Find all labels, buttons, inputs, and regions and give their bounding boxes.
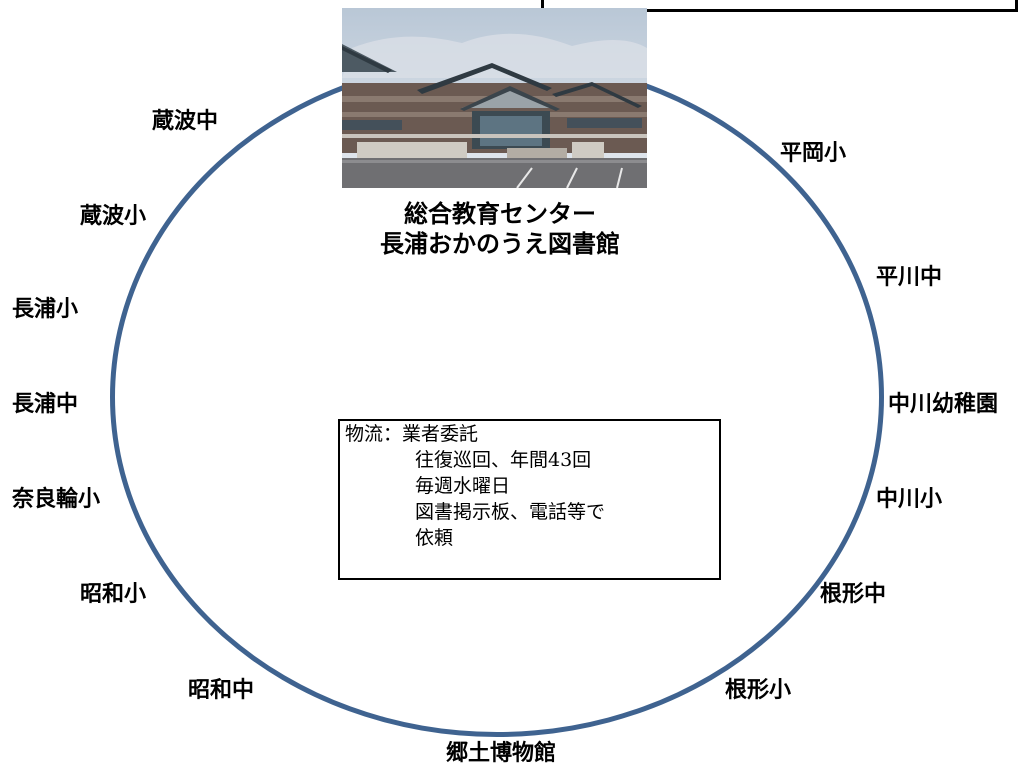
building-illustration [342,8,647,188]
node-hiraoka-sho: 平岡小 [780,140,847,166]
node-nakagawa-sho: 中川小 [876,486,943,512]
hub-caption: 総合教育センター 長浦おかのうえ図書館 [300,199,700,259]
hub-caption-line1: 総合教育センター [404,199,596,228]
node-showa-sho: 昭和小 [80,581,147,607]
node-nagaura-chu: 長浦中 [12,391,79,417]
info-line-1: 物流：業者委託 [345,423,479,445]
node-kurahachu: 蔵波中 [152,108,219,134]
node-kurahasho: 蔵波小 [80,203,147,229]
node-kyodo-museum: 郷土博物館 [446,740,557,766]
top-frame [541,0,1018,12]
node-negata-sho: 根形小 [725,677,792,703]
info-line-2: 往復巡回、年間43回 [415,449,592,471]
node-negata-chu: 根形中 [820,581,887,607]
hub-caption-line2: 長浦おかのうえ図書館 [380,229,620,258]
logistics-info-box: 物流：業者委託 往復巡回、年間43回 毎週水曜日 図書掲示板、電話等で 依頼 [338,419,721,580]
node-nakagawa-yochien: 中川幼稚園 [888,391,999,417]
info-line-3: 毎週水曜日 [415,475,511,497]
node-showa-chu: 昭和中 [188,677,255,703]
library-building-photo [342,8,647,188]
node-hirakawa-chu: 平川中 [876,264,943,290]
node-nagaura-sho: 長浦小 [12,296,79,322]
node-narawa-sho: 奈良輪小 [12,486,101,512]
info-line-5: 依頼 [415,527,454,549]
info-line-4: 図書掲示板、電話等で [415,501,606,523]
